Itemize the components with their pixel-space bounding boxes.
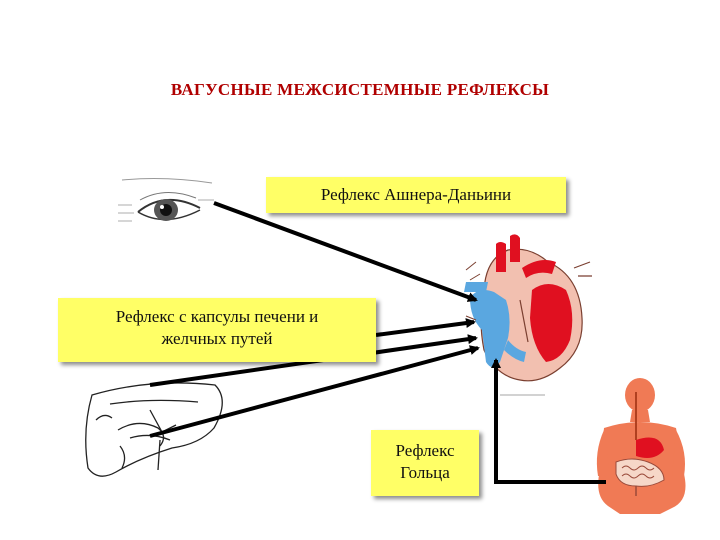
goltz-reflex-label-line1: Рефлекс	[395, 441, 455, 460]
aschner-reflex-box: Рефлекс Ашнера-Даньини	[266, 177, 566, 213]
arrow-abdomen-to-heart	[491, 358, 606, 484]
aschner-reflex-label: Рефлекс Ашнера-Даньини	[320, 185, 512, 204]
goltz-reflex-label-line2: Гольца	[400, 463, 450, 482]
heart-illustration	[464, 234, 592, 396]
arrow-eye-to-heart	[213, 201, 478, 302]
liver-illustration	[85, 382, 223, 477]
goltz-reflex-box: Рефлекс Гольца	[371, 430, 479, 496]
arrow-liver-lower2-to-heart	[149, 345, 480, 438]
digestive-body-illustration	[596, 378, 686, 514]
liver-reflex-label-line1: Рефлекс с капсулы печени и	[115, 307, 319, 326]
liver-capsule-reflex-box: Рефлекс с капсулы печени и желчных путей	[58, 298, 376, 362]
eye-illustration	[118, 178, 214, 222]
diagram-title: ВАГУСНЫЕ МЕЖСИСТЕМНЫЕ РЕФЛЕКСЫ	[170, 80, 550, 99]
arrow-liverbox-to-heart	[375, 318, 476, 337]
liver-reflex-label-line2: желчных путей	[161, 329, 273, 348]
